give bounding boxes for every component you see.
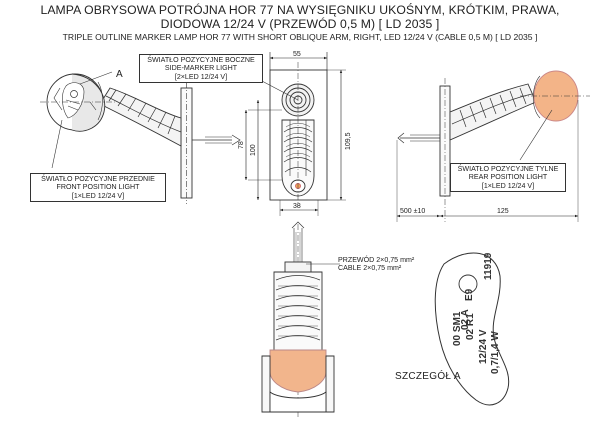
detail-a-title: SZCZEGÓŁ A	[395, 371, 461, 382]
title-polish-line1: LAMPA OBRYSOWA POTRÓJNA HOR 77 NA WYSIĘG…	[40, 3, 560, 17]
center-dimensions	[244, 52, 346, 216]
side-marker-label: ŚWIATŁO POZYCYJNE BOCZNE SIDE-MARKER LIG…	[139, 54, 263, 84]
bottom-lens-head	[269, 349, 327, 393]
dim-height-1095: 109,5	[345, 132, 352, 150]
bottom-view	[261, 221, 340, 418]
dim-width-55: 55	[293, 51, 301, 58]
cable-label: PRZEWÓD 2×0,75 mm² CABLE 2×0,75 mm²	[338, 256, 415, 273]
detail-a-e-mark: E9	[464, 288, 475, 301]
title-english: TRIPLE OUTLINE MARKER LAMP HOR 77 WITH S…	[62, 32, 538, 42]
right-arm	[449, 83, 537, 141]
right-side-view	[397, 70, 590, 222]
dim-arm-125: 125	[497, 208, 509, 215]
detail-a-approval: 11919	[483, 252, 494, 280]
right-dimensions	[396, 100, 579, 222]
title-polish: LAMPA OBRYSOWA POTRÓJNA HOR 77 NA WYSIĘG…	[0, 3, 600, 31]
detail-a-code1: 02 A	[460, 309, 471, 330]
detail-a-marker: A	[116, 69, 123, 80]
detail-a-text: E9 11919 02 A 00 SM1 02 R1 12/24 V 0,7/1…	[452, 252, 501, 374]
dim-cable-500: 500 ±10	[400, 208, 425, 215]
detail-a-voltage: 12/24 V	[478, 329, 489, 364]
title-polish-line2: DIODOWA 12/24 V (PRZEWÓD 0,5 M) [ LD 203…	[160, 17, 440, 31]
left-side-view	[40, 71, 241, 204]
dim-height-78: 78	[238, 141, 245, 149]
rear-position-label: ŚWIATŁO POZYCYJNE TYLNE REAR POSITION LI…	[450, 163, 566, 193]
detail-a-code2: 00 SM1	[452, 311, 463, 346]
dim-width-38: 38	[293, 203, 301, 210]
detail-a-power: 0,7/1,4 W	[490, 331, 501, 374]
detail-a-outline	[434, 252, 510, 406]
dim-height-100: 100	[250, 144, 257, 156]
center-front-view	[259, 62, 328, 206]
front-position-label: ŚWIATŁO POZYCYJNE PRZEDNIE FRONT POSITIO…	[30, 173, 166, 203]
detail-a-code3: 02 R1	[465, 313, 476, 340]
detail-a-drawing	[434, 252, 510, 406]
